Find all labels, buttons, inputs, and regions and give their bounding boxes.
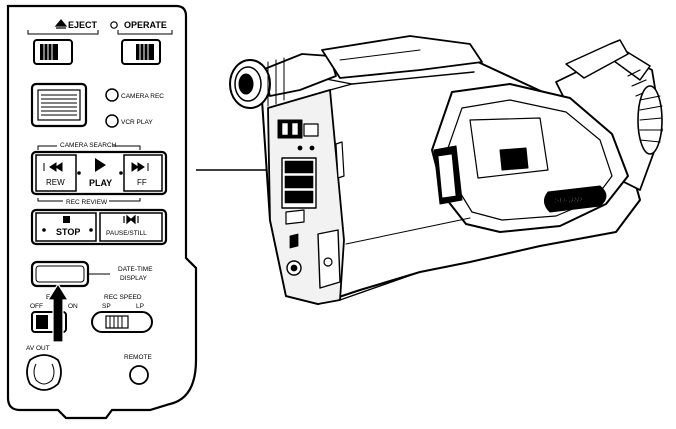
operate-switch-knob xyxy=(136,44,154,60)
edit-label: E xyxy=(46,294,51,301)
play-icon xyxy=(95,158,106,172)
rew-label: REW xyxy=(46,178,65,187)
rec-review-label: REC REVIEW xyxy=(66,199,108,206)
rec-review-bracket xyxy=(37,198,141,202)
rew-icon xyxy=(43,162,63,172)
viewfinder-arm xyxy=(261,53,337,97)
ff-label: FF xyxy=(137,178,147,187)
off-label: OFF xyxy=(30,303,43,310)
av-out-jack-icon xyxy=(26,354,62,391)
control-panel: EJECT OPERATE xyxy=(6,4,198,420)
date-time-display-button[interactable] xyxy=(30,260,90,288)
vcr-play-lamp-icon xyxy=(105,114,119,128)
brand-badge xyxy=(544,185,607,213)
eject-bracket xyxy=(27,30,99,35)
pause-still-label: PAUSE/STILL xyxy=(106,230,147,237)
on-label: ON xyxy=(68,303,78,310)
operate-label: OPERATE xyxy=(124,20,167,30)
camcorder-base xyxy=(339,231,617,301)
strap-pad xyxy=(469,117,549,179)
pause-still-icon xyxy=(123,214,139,225)
eject-label: EJECT xyxy=(68,20,98,30)
operate-control[interactable]: OPERATE xyxy=(110,20,173,65)
stop-dot-icon xyxy=(42,228,46,232)
mode-selector[interactable] xyxy=(30,82,88,128)
play-button[interactable]: PLAY xyxy=(89,158,112,188)
pointer-arrow-icon xyxy=(46,282,70,343)
pause-still-button[interactable]: PAUSE/STILL xyxy=(99,212,163,242)
remote-label: REMOTE xyxy=(124,354,152,361)
play-label: PLAY xyxy=(89,178,112,188)
stop-dot2-icon xyxy=(89,228,93,232)
av-out-jack: AV OUT xyxy=(26,345,62,391)
vcr-play-label: VCR PLAY xyxy=(121,119,153,126)
ff-dot-icon xyxy=(119,171,123,175)
stop-label: STOP xyxy=(56,227,80,237)
sp-label: SP xyxy=(102,303,111,310)
lp-label: LP xyxy=(136,303,144,310)
av-out-label: AV OUT xyxy=(26,345,50,352)
rew-dot-icon xyxy=(77,171,81,175)
rec-speed-label: REC SPEED xyxy=(104,294,142,301)
eject-control[interactable]: EJECT xyxy=(27,19,99,65)
operate-bracket xyxy=(117,30,173,35)
brand-logo: SHARP xyxy=(554,196,583,205)
camera-rec-lamp-icon xyxy=(105,88,119,102)
camera-search-bracket xyxy=(37,145,141,150)
remote-sensor: REMOTE xyxy=(124,354,152,385)
date-time-label-1: DATE-TIME xyxy=(118,266,153,273)
vcr-play-indicator: VCR PLAY xyxy=(105,114,153,128)
stop-button[interactable]: STOP xyxy=(35,212,97,242)
camcorder-illustration: SHARP xyxy=(229,35,663,305)
ff-icon xyxy=(131,162,149,172)
lens-front xyxy=(637,85,663,155)
microphone xyxy=(565,39,629,79)
eject-icon xyxy=(54,19,68,29)
eject-switch-knob xyxy=(40,44,58,60)
stop-icon xyxy=(63,216,70,223)
camera-rec-indicator: CAMERA REC xyxy=(105,88,164,102)
operate-indicator-icon xyxy=(110,21,118,29)
camera-search-label: CAMERA SEARCH xyxy=(60,142,117,149)
camera-rec-label: CAMERA REC xyxy=(121,93,164,100)
ff-button[interactable]: FF xyxy=(123,154,163,192)
rew-button[interactable]: REW xyxy=(35,154,77,192)
side-panel-controls xyxy=(277,119,303,139)
date-time-label-2: DISPLAY xyxy=(120,275,148,282)
rec-speed-switch[interactable]: REC SPEED SP LP xyxy=(91,294,153,333)
remote-sensor-icon xyxy=(129,365,149,385)
top-handle xyxy=(321,35,483,79)
